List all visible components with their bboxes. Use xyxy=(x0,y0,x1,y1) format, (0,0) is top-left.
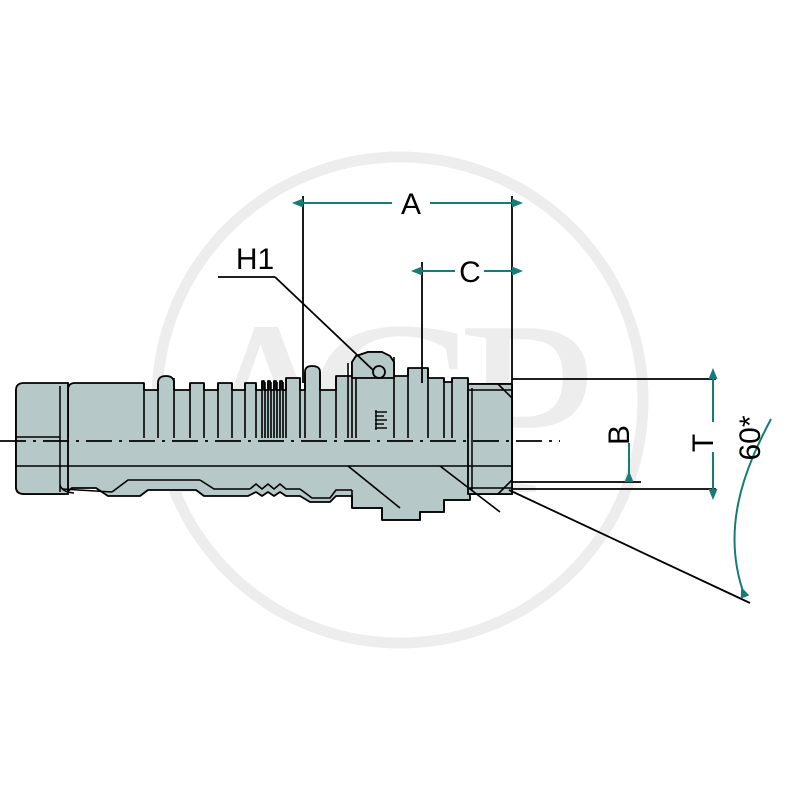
angle-annotation-group: 60* xyxy=(508,415,772,604)
lower-body-detail-lines xyxy=(16,465,512,521)
dimension-A-label: A xyxy=(401,188,421,221)
dimension-T-group: T xyxy=(687,368,720,500)
thread-hatch xyxy=(261,382,284,438)
dimension-H1-group: H1 xyxy=(218,243,374,371)
left-cap-chamfer xyxy=(59,484,75,494)
fitting-part-group xyxy=(15,351,513,521)
sixty-degree-seat xyxy=(497,383,513,495)
h1-hole xyxy=(372,365,386,379)
dimension-T-label: T xyxy=(687,434,720,452)
angle-reference-line xyxy=(508,489,751,604)
dimension-B-label: B xyxy=(603,425,636,445)
h1-leader-diagonal xyxy=(274,276,374,371)
left-cap-chamfer2 xyxy=(61,488,113,493)
barb-ridges-top xyxy=(143,378,257,438)
angle-label: 60* xyxy=(734,415,767,460)
right-extension-lines xyxy=(512,378,716,490)
manufacturer-stamp xyxy=(375,410,387,430)
dimension-H1-label: H1 xyxy=(236,243,274,276)
dimension-B-group: B xyxy=(603,425,636,482)
male-nipple xyxy=(467,383,513,495)
dimension-C-label: C xyxy=(459,256,481,289)
dimension-C-group: C xyxy=(411,256,523,383)
dimension-A-group: A xyxy=(292,188,523,383)
angle-leader-curve xyxy=(733,418,772,599)
fitting-core-fill xyxy=(17,438,511,446)
